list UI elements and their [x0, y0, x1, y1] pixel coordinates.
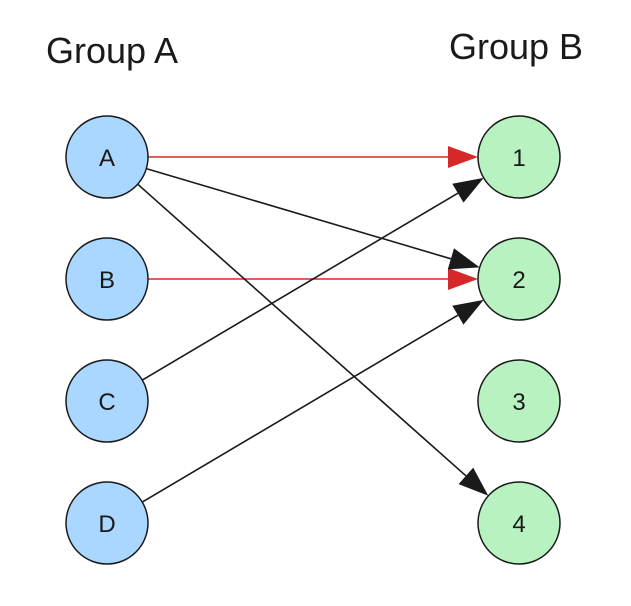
- node-label: 3: [512, 389, 525, 416]
- node-label: A: [99, 145, 115, 172]
- edge-a-4: [137, 183, 489, 496]
- edges-layer: [137, 146, 489, 503]
- node-circle: [65, 481, 149, 565]
- arrowhead: [452, 177, 484, 203]
- node-label: 1: [512, 145, 525, 172]
- node-3: 3: [477, 359, 561, 443]
- node-circle: [65, 115, 149, 199]
- node-label: 4: [512, 511, 525, 538]
- node-4: 4: [477, 481, 561, 565]
- group-b-title: Group B: [449, 26, 583, 67]
- node-2: 2: [477, 237, 561, 321]
- nodes-layer: A B C D 1 2 3 4: [65, 115, 561, 565]
- edge-a-2: [146, 167, 480, 270]
- node-label: 2: [512, 267, 525, 294]
- node-d: D: [65, 481, 149, 565]
- node-circle: [477, 481, 561, 565]
- node-circle: [65, 237, 149, 321]
- node-label: D: [98, 511, 115, 538]
- node-b: B: [65, 237, 149, 321]
- edge-c-1: [141, 177, 484, 381]
- arrowhead: [452, 299, 484, 325]
- node-label: C: [98, 389, 115, 416]
- node-c: C: [65, 359, 149, 443]
- edge-line: [141, 314, 459, 503]
- arrowhead: [448, 268, 478, 290]
- edge-line: [137, 183, 467, 477]
- node-label: B: [99, 267, 115, 294]
- edge-line: [141, 192, 459, 381]
- edge-b-2: [148, 268, 478, 290]
- node-circle: [477, 359, 561, 443]
- edge-line: [146, 167, 452, 260]
- node-circle: [477, 237, 561, 321]
- edge-d-2: [141, 299, 484, 503]
- node-circle: [477, 115, 561, 199]
- arrowhead: [448, 146, 478, 168]
- edge-a-1: [148, 146, 478, 168]
- node-1: 1: [477, 115, 561, 199]
- node-a: A: [65, 115, 149, 199]
- group-a-title: Group A: [46, 30, 178, 71]
- node-circle: [65, 359, 149, 443]
- arrowhead: [447, 248, 480, 270]
- arrowhead: [458, 467, 489, 496]
